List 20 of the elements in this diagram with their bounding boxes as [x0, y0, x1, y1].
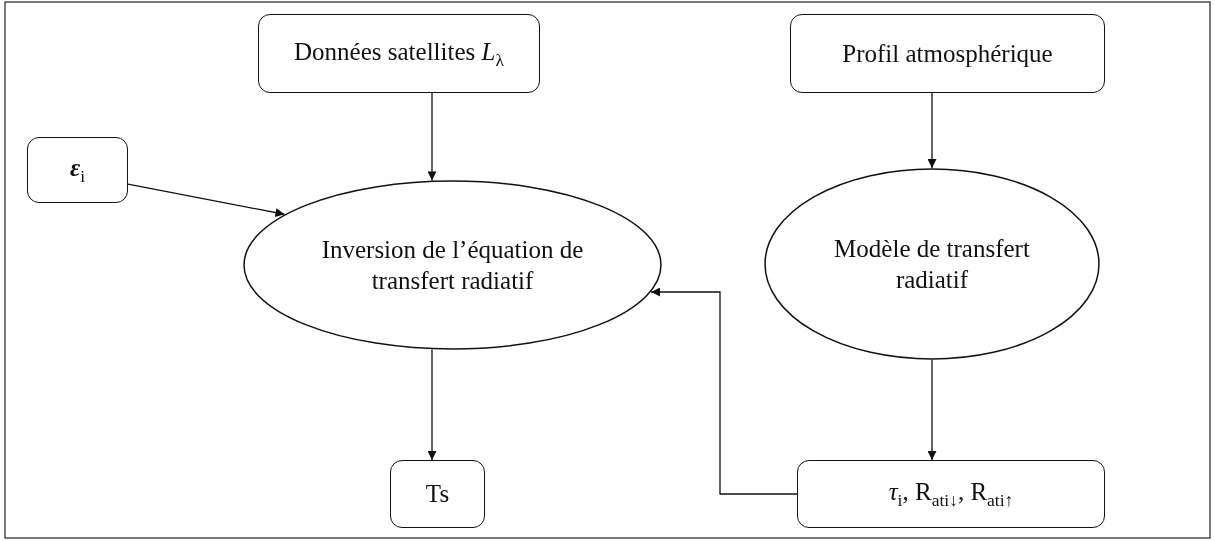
arrow: [650, 287, 798, 495]
node-label: ε$_{i}$: [69, 153, 86, 188]
input-box: [390, 460, 485, 528]
node-label: Profil atmosphérique: [842, 38, 1053, 69]
arrow: [427, 92, 437, 182]
input-box: [258, 14, 540, 93]
arrow: [927, 92, 937, 169]
node-label: Ts: [425, 479, 450, 510]
node-label: τ$_{i}$, R$_{ati↓}$, R$_{ati↑}$: [888, 477, 1014, 512]
arrow: [127, 183, 286, 217]
node-label: Inversion de l’équation de transfert radiatif: [320, 234, 585, 296]
node-label: Modèle de transfert radiatif: [833, 233, 1031, 295]
arrow: [427, 348, 437, 461]
input-box: [27, 137, 128, 203]
process-ellipse: [243, 180, 662, 350]
input-box: [790, 14, 1105, 93]
input-box: [797, 460, 1105, 528]
process-ellipse: [764, 168, 1100, 360]
node-label: Données satellites L$_{λ}$: [294, 36, 504, 72]
arrow: [927, 359, 937, 461]
